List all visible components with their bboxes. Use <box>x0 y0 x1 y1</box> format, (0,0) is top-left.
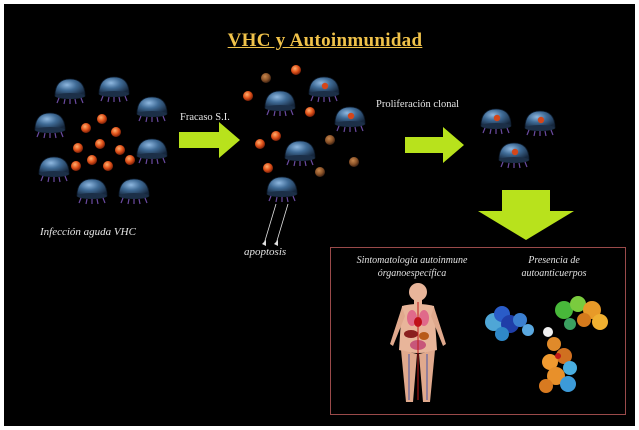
virus-particle-icon <box>305 107 315 117</box>
apoptosis-pointer <box>263 203 277 245</box>
autoimmunity-inset-panel <box>330 247 626 415</box>
virus-particle-icon <box>263 163 273 173</box>
virus-particle-icon <box>115 145 125 155</box>
lymphocyte-icon <box>38 156 70 183</box>
immune-failure-cluster <box>243 65 365 246</box>
virus-particle-icon <box>291 65 301 75</box>
virus-particle-icon <box>103 161 113 171</box>
lymphocyte-icon <box>481 109 511 134</box>
si-failure-label: Fracaso S.I. <box>180 112 230 123</box>
lymphocyte-icon <box>76 178 108 205</box>
virus-particle-icon <box>255 139 265 149</box>
acute-infection-cluster <box>34 76 168 205</box>
clonal-proliferation-cluster <box>481 109 555 168</box>
virus-particle-icon <box>97 114 107 124</box>
arrowhead-icon <box>262 240 266 246</box>
virus-particle-icon <box>125 155 135 165</box>
slide-title: VHC y Autoinmunidad <box>227 30 423 51</box>
arrow-right-icon <box>179 122 240 158</box>
lymphocyte-icon <box>54 78 86 105</box>
lymphocyte-icon <box>136 138 168 165</box>
diagram-artwork <box>34 65 608 402</box>
human-body-organs-icon <box>390 283 446 402</box>
antibody-molecule-icon <box>485 296 608 393</box>
acute-infection-label: Infección aguda VHC <box>40 226 136 238</box>
virus-particle-icon <box>315 167 325 177</box>
arrow-down-icon <box>478 190 574 240</box>
lymphocyte-icon <box>335 107 365 132</box>
virus-particle-icon <box>325 135 335 145</box>
virus-particle-icon <box>81 123 91 133</box>
organ-specific-symptoms-label: Sintomatología autoinmune órganoespecífi… <box>342 254 482 280</box>
lymphocyte-icon <box>499 143 529 168</box>
virus-particle-icon <box>243 91 253 101</box>
organ-specific-line-1: Sintomatología autoinmune <box>356 255 468 266</box>
apoptosis-pointer <box>275 203 289 245</box>
autoantibodies-line-1: Presencia de <box>528 255 580 266</box>
virus-particle-icon <box>349 157 359 167</box>
virus-particle-icon <box>87 155 97 165</box>
lymphocyte-icon <box>264 90 296 117</box>
apoptosis-label: apoptosis <box>244 246 287 258</box>
lymphocyte-icon <box>118 178 150 205</box>
autoantibodies-label: Presencia de autoanticuerpos <box>494 254 614 280</box>
organ-specific-line-2: órganoespecífica <box>377 268 447 279</box>
autoantibodies-line-2: autoanticuerpos <box>521 268 587 279</box>
virus-particle-icon <box>271 131 281 141</box>
virus-particle-icon <box>73 143 83 153</box>
lymphocyte-icon <box>266 176 298 203</box>
clonal-proliferation-label: Proliferación clonal <box>376 99 460 110</box>
virus-particle-icon <box>261 73 271 83</box>
virus-particle-icon <box>111 127 121 137</box>
lymphocyte-icon <box>34 112 66 139</box>
virus-particle-icon <box>71 161 81 171</box>
lymphocyte-icon <box>98 76 130 103</box>
slide-background: VHC y Autoinmunidad <box>4 4 635 426</box>
lymphocyte-icon <box>309 77 339 102</box>
virus-particle-icon <box>95 139 105 149</box>
lymphocyte-icon <box>136 96 168 123</box>
lymphocyte-icon <box>525 111 555 136</box>
lymphocyte-icon <box>284 140 316 167</box>
arrowhead-icon <box>274 240 278 246</box>
arrow-right-icon <box>405 127 464 163</box>
